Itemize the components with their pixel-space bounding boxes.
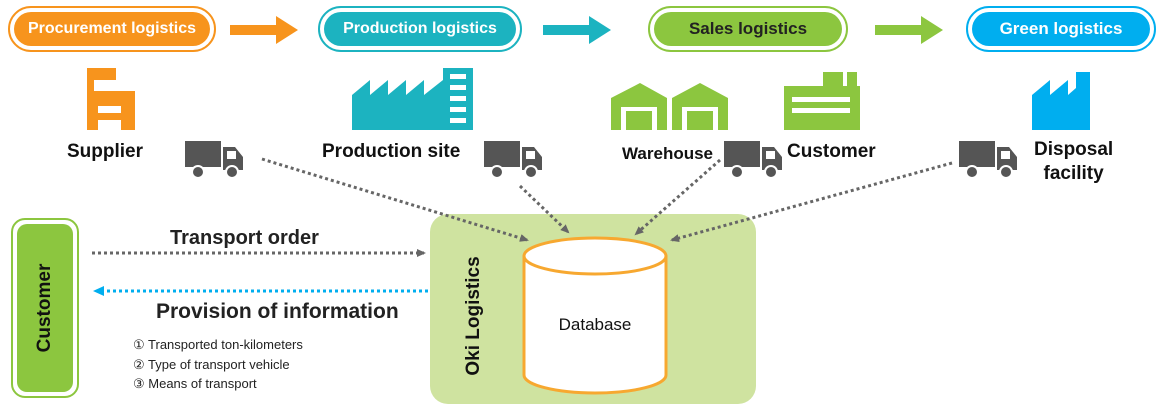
customer-box-fill: Customer [17, 224, 73, 392]
label-disposal-line2: facility [1043, 163, 1104, 184]
provision-title: Provision of information [156, 300, 399, 323]
feed-line-supplier [261, 157, 529, 242]
stage-arrow-2 [543, 16, 611, 44]
label-disposal-facility: Disposal facility [1034, 138, 1113, 186]
stage-sales: Sales logistics [648, 6, 848, 52]
provision-item: ③ Means of transport [133, 376, 257, 391]
stage-arrow-3 [875, 16, 943, 44]
label-supplier: Supplier [67, 141, 144, 162]
supplier-building-icon [87, 68, 135, 130]
database-label: Database [558, 315, 632, 334]
truck-icon [484, 141, 542, 179]
stage-procurement-label: Procurement logistics [14, 12, 210, 46]
label-warehouse: Warehouse [622, 144, 714, 163]
provision-list: ① Transported ton-kilometers ② Type of t… [133, 335, 303, 394]
truck-icon [185, 141, 243, 179]
stage-sales-label: Sales logistics [654, 12, 842, 46]
stage-arrow-1 [230, 16, 298, 44]
provision-item: ② Type of transport vehicle [133, 356, 290, 372]
oki-logistics-label: Oki Logistics [463, 256, 484, 376]
database-cylinder [522, 236, 668, 395]
stage-green-label: Green logistics [972, 12, 1150, 46]
stage-procurement: Procurement logistics [8, 6, 216, 52]
customer-box-label: Customer [34, 263, 55, 353]
label-customer: Customer [787, 141, 876, 162]
disposal-factory-icon [1032, 72, 1090, 130]
stage-production: Production logistics [318, 6, 522, 52]
feed-line-warehouse [634, 158, 721, 236]
transport-order-label: Transport order [170, 227, 319, 249]
feed-line-production [518, 184, 570, 234]
stage-production-label: Production logistics [324, 12, 516, 46]
label-production-site: Production site [322, 141, 461, 162]
label-disposal-line1: Disposal [1034, 139, 1114, 160]
feed-line-disposal [670, 161, 953, 243]
customer-box: Customer [11, 218, 79, 398]
store-icon [784, 72, 860, 130]
provision-item: ① Transported ton-kilometers [133, 337, 303, 352]
truck-icon [959, 141, 1017, 179]
stage-green: Green logistics [966, 6, 1156, 52]
warehouse-icon [611, 83, 728, 130]
factory-icon [352, 68, 473, 130]
truck-icon [724, 141, 782, 179]
